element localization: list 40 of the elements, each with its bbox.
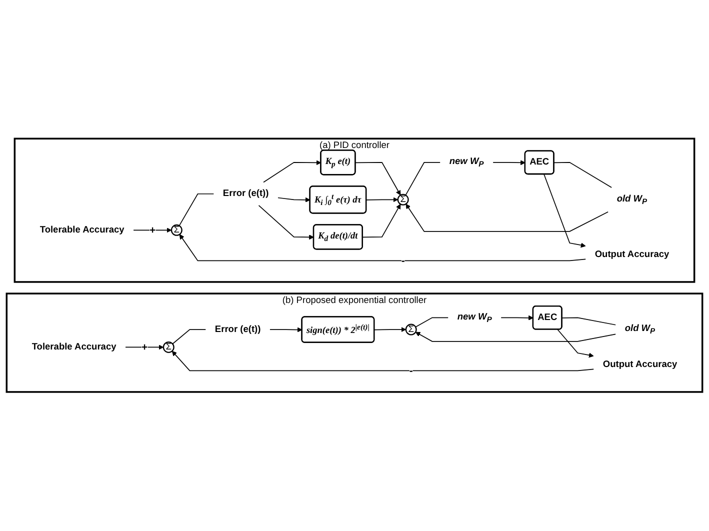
node-circle: Σ [397, 194, 409, 206]
arrow [500, 316, 534, 321]
arrow [362, 204, 401, 238]
connector [562, 317, 616, 326]
arrow [172, 351, 594, 372]
node-circle: Σ [170, 224, 182, 236]
arrow [366, 197, 398, 202]
connector [172, 329, 206, 345]
node-text: Tolerable Accuracy [40, 225, 124, 236]
arrow [492, 160, 526, 166]
node-text: new W$_{P}$ [457, 312, 492, 324]
node-text: Output Accuracy [602, 360, 678, 370]
connector [178, 194, 214, 226]
node-text: Error (e(t)) [214, 324, 261, 334]
node-text: new W$_{P}$ [449, 156, 484, 168]
arrow [406, 204, 608, 232]
node-text: old W$_{P}$ [616, 194, 648, 206]
arrow [179, 234, 586, 262]
edge-label: + [141, 341, 148, 353]
connector [405, 162, 441, 196]
arrow [278, 198, 310, 203]
arrow [355, 162, 401, 196]
arrow [374, 327, 406, 332]
node-circle: Σ [162, 342, 174, 354]
edge-label: - [401, 254, 405, 266]
node-circle: Σ [405, 324, 417, 336]
node-text: Error (e(t)) [222, 188, 269, 199]
connector [554, 162, 612, 188]
arrow [258, 205, 314, 240]
node-text: Output Accuracy [594, 250, 670, 260]
arrow [544, 174, 586, 248]
node-text: old W$_{P}$ [624, 324, 656, 336]
arrow [263, 160, 322, 183]
edge-label: + [149, 224, 156, 236]
arrow [415, 332, 616, 342]
arrow [557, 329, 594, 358]
arrow [270, 327, 302, 332]
connector [415, 317, 449, 328]
node-text: Tolerable Accuracy [32, 342, 116, 352]
edge-label: - [409, 364, 413, 376]
